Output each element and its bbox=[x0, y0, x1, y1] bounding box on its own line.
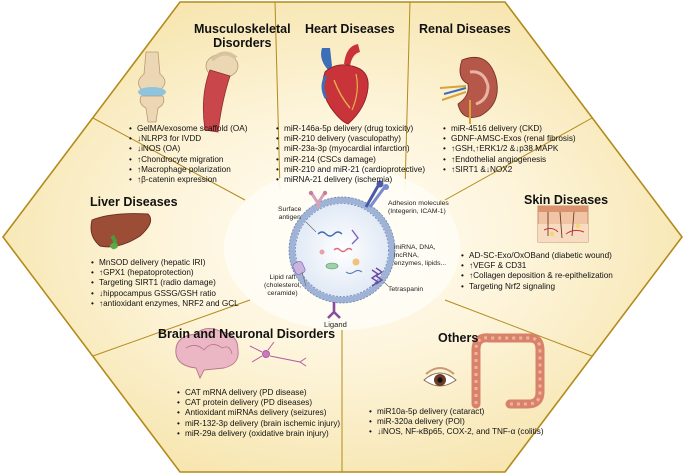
ligand-glyph bbox=[327, 302, 341, 319]
brain-illustration bbox=[175, 328, 239, 380]
list-item: GelMA/exosome scaffold (OA) bbox=[129, 124, 247, 134]
list-item: ↑Macrophage polarization bbox=[129, 165, 247, 175]
list-item: ↑Collagen deposition & re-epithelization bbox=[461, 271, 613, 281]
kidney-illustration bbox=[439, 56, 498, 124]
list-item: miR-23a-3p (myocardial infarction) bbox=[276, 144, 425, 154]
list-item: ↑antioxidant enzymes, NRF2 and GCL bbox=[91, 299, 239, 309]
list-item: ↑Chondrocyte migration bbox=[129, 155, 247, 165]
knee-joint-illustration bbox=[138, 51, 166, 123]
list-item: miR10a-5p delivery (cataract) bbox=[369, 407, 544, 417]
musculoskeletal-title: Musculoskeletal Disorders bbox=[194, 22, 291, 50]
list-item: ↓hippocampus GSSG/GSH ratio bbox=[91, 289, 239, 299]
cargo-label-line-2: lncRNA, bbox=[394, 252, 419, 259]
tetraspanin-label: Tetraspanin bbox=[388, 286, 424, 293]
liver-title: Liver Diseases bbox=[90, 195, 178, 209]
ligand-label: Ligand bbox=[324, 320, 347, 329]
renal-title: Renal Diseases bbox=[419, 22, 511, 36]
list-item: CAT mRNA delivery (PD disease) bbox=[177, 388, 340, 398]
list-item: GDNF-AMSC-Exos (renal fibrosis) bbox=[443, 134, 576, 144]
list-item: Antioxidant miRNAs delivery (seizures) bbox=[177, 408, 340, 418]
skin-title: Skin Diseases bbox=[524, 193, 609, 207]
list-item: ↑GSH,↑ERK1/2 &↓p38 MAPK bbox=[443, 144, 576, 154]
surface-antigen-label-line-1: Surface bbox=[278, 206, 302, 213]
shoulder-muscle-illustration bbox=[202, 51, 239, 133]
others-list: miR10a-5p delivery (cataract) miR-320a d… bbox=[368, 407, 544, 438]
musculoskeletal-list: GelMA/exosome scaffold (OA) ↓NLRP3 for I… bbox=[128, 124, 247, 185]
list-item: ↓iNOS, NF-κBp65, COX-2, and TNF-α (colit… bbox=[369, 427, 544, 437]
list-item: ↓iNOS (OA) bbox=[129, 144, 247, 154]
list-item: miR-210 delivery (vasculopathy) bbox=[276, 134, 425, 144]
list-item: MnSOD delivery (hepatic IRI) bbox=[91, 258, 239, 268]
lipid-raft-label-line-1: Lipid raft bbox=[269, 274, 296, 281]
skin-illustration bbox=[537, 205, 589, 243]
list-item: miR-146a-5p delivery (drug toxicity) bbox=[276, 124, 425, 134]
cargo-label-line-3: enzymes, lipids... bbox=[394, 260, 447, 267]
heart-illustration bbox=[321, 44, 369, 125]
adhesion-label-line-1: Adhesion molecules bbox=[388, 200, 449, 207]
list-item: ↑VEGF & CD31 bbox=[461, 261, 613, 271]
list-item: ↓NLRP3 for IVDD bbox=[129, 134, 247, 144]
lipid-raft-label-line-2: (cholesterol, bbox=[264, 282, 302, 289]
list-item: CAT protein delivery (PD diseases) bbox=[177, 398, 340, 408]
musculoskeletal-title-line-1: Musculoskeletal bbox=[194, 22, 291, 36]
surface-antigen-label-line-2: antigen bbox=[278, 214, 301, 221]
lipid-raft-glyph bbox=[292, 261, 306, 275]
list-item: Targeting SIRT1 (radio damage) bbox=[91, 278, 239, 288]
cargo-label: miRNA, DNA, lncRNA, enzymes, lipids... bbox=[394, 244, 446, 268]
list-item: miR-210 and miR-21 (cardioprotective) bbox=[276, 165, 425, 175]
list-item: miRNA-21 delivery (ischemia) bbox=[276, 175, 425, 185]
adhesion-molecules-label: Adhesion molecules (Integerin, ICAM-1) bbox=[388, 200, 449, 216]
list-item: ↑β-catenin expression bbox=[129, 175, 247, 185]
list-item: AD-SC-Exo/OxOBand (diabetic wound) bbox=[461, 251, 613, 261]
lipid-raft-label: Lipid raft (cholesterol, ceramide) bbox=[264, 274, 301, 298]
list-item: miR-29a delivery (oxidative brain injury… bbox=[177, 429, 340, 439]
lipid-raft-label-line-3: ceramide) bbox=[267, 290, 298, 297]
list-item: miR-4516 delivery (CKD) bbox=[443, 124, 576, 134]
label-leaders bbox=[301, 221, 389, 287]
renal-list: miR-4516 delivery (CKD) GDNF-AMSC-Exos (… bbox=[442, 124, 576, 175]
cargo-label-line-1: miRNA, DNA, bbox=[394, 244, 436, 251]
surface-antigen-glyph bbox=[308, 190, 328, 208]
list-item: miR-320a delivery (POI) bbox=[369, 417, 544, 427]
neuron-illustration bbox=[249, 341, 307, 367]
surface-antigen-label: Surface antigen bbox=[278, 206, 301, 222]
brain-list: CAT mRNA delivery (PD disease) CAT prote… bbox=[176, 388, 340, 439]
eye-illustration bbox=[423, 367, 457, 387]
exosome-vesicle bbox=[288, 196, 396, 304]
adhesion-label-line-2: (Integerin, ICAM-1) bbox=[388, 208, 446, 215]
skin-list: AD-SC-Exo/OxOBand (diabetic wound) ↑VEGF… bbox=[460, 251, 613, 292]
list-item: ↑GPX1 (hepatoprotection) bbox=[91, 268, 239, 278]
list-item: miR-214 (CSCs damage) bbox=[276, 155, 425, 165]
list-item: miR-132-3p delivery (brain ischemic inju… bbox=[177, 419, 340, 429]
heart-title: Heart Diseases bbox=[305, 22, 395, 36]
heart-list: miR-146a-5p delivery (drug toxicity) miR… bbox=[275, 124, 425, 185]
liver-illustration bbox=[90, 213, 152, 250]
list-item: Targeting Nrf2 signaling bbox=[461, 282, 613, 292]
brain-title: Brain and Neuronal Disorders bbox=[158, 327, 336, 341]
colon-illustration bbox=[471, 333, 545, 409]
musculoskeletal-title-line-2: Disorders bbox=[213, 36, 272, 50]
liver-list: MnSOD delivery (hepatic IRI) ↑GPX1 (hepa… bbox=[90, 258, 239, 309]
list-item: ↑Endothelial angiogenesis bbox=[443, 155, 576, 165]
tetraspanin-glyph bbox=[370, 267, 384, 287]
list-item: ↑SIRT1 &↓NOX2 bbox=[443, 165, 576, 175]
others-title: Others bbox=[438, 331, 479, 345]
